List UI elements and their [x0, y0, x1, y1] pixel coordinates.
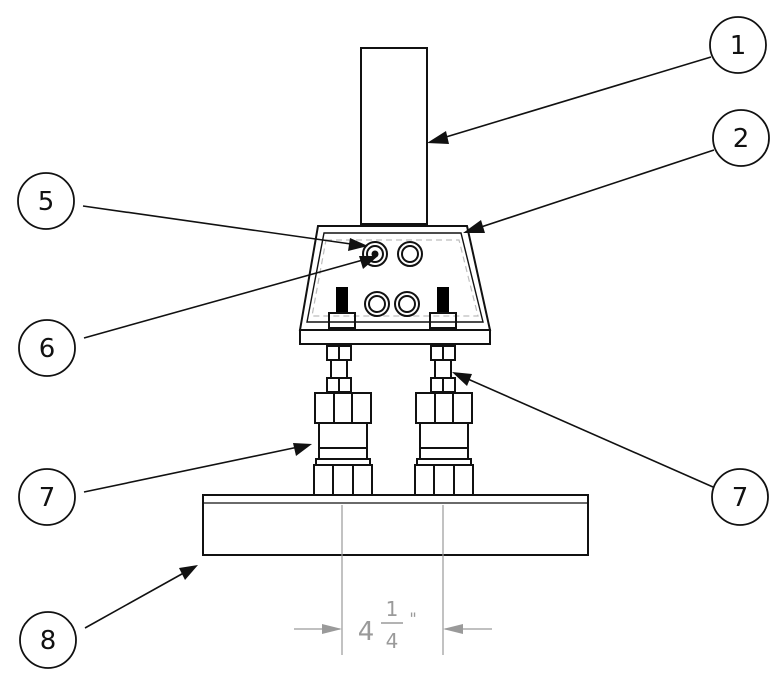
callout-balloon — [712, 109, 770, 167]
callout-label: 7 — [732, 483, 749, 513]
dimension-spacing: 4 1 4 " — [294, 505, 492, 655]
callout-balloon — [709, 16, 767, 74]
callout-balloon — [18, 319, 76, 377]
callout-label: 1 — [730, 31, 747, 61]
callout-balloon — [19, 611, 77, 669]
dimension-numerator: 1 — [386, 597, 399, 621]
callout-2: 2 — [712, 109, 770, 167]
dimension-arrow-right — [443, 624, 463, 634]
callout-label: 5 — [38, 187, 55, 217]
leader-lines — [82, 56, 715, 629]
callout-balloon — [17, 172, 75, 230]
base-plate — [202, 494, 589, 556]
dimension-whole: 4 — [358, 617, 375, 647]
callout-8: 8 — [19, 611, 77, 669]
leveling-foot-right — [414, 345, 474, 496]
leveling-foot-left — [313, 345, 373, 496]
callout-7-left: 7 — [18, 468, 76, 526]
bolt-holes — [362, 241, 423, 317]
dimension-unit: " — [409, 609, 416, 628]
callout-1: 1 — [709, 16, 767, 74]
stud-bolts — [328, 287, 457, 329]
callout-label: 6 — [39, 334, 56, 364]
callout-balloon — [711, 468, 769, 526]
callout-label: 7 — [39, 483, 56, 513]
callout-label: 2 — [733, 124, 750, 154]
callout-label: 8 — [40, 626, 57, 656]
bracket — [298, 225, 492, 345]
callout-6: 6 — [18, 319, 76, 377]
callout-5: 5 — [17, 172, 75, 230]
dimension-denominator: 4 — [386, 629, 399, 653]
vertical-post — [360, 47, 428, 225]
callout-7-right: 7 — [711, 468, 769, 526]
dimension-arrow-left — [322, 624, 342, 634]
callout-balloon — [18, 468, 76, 526]
